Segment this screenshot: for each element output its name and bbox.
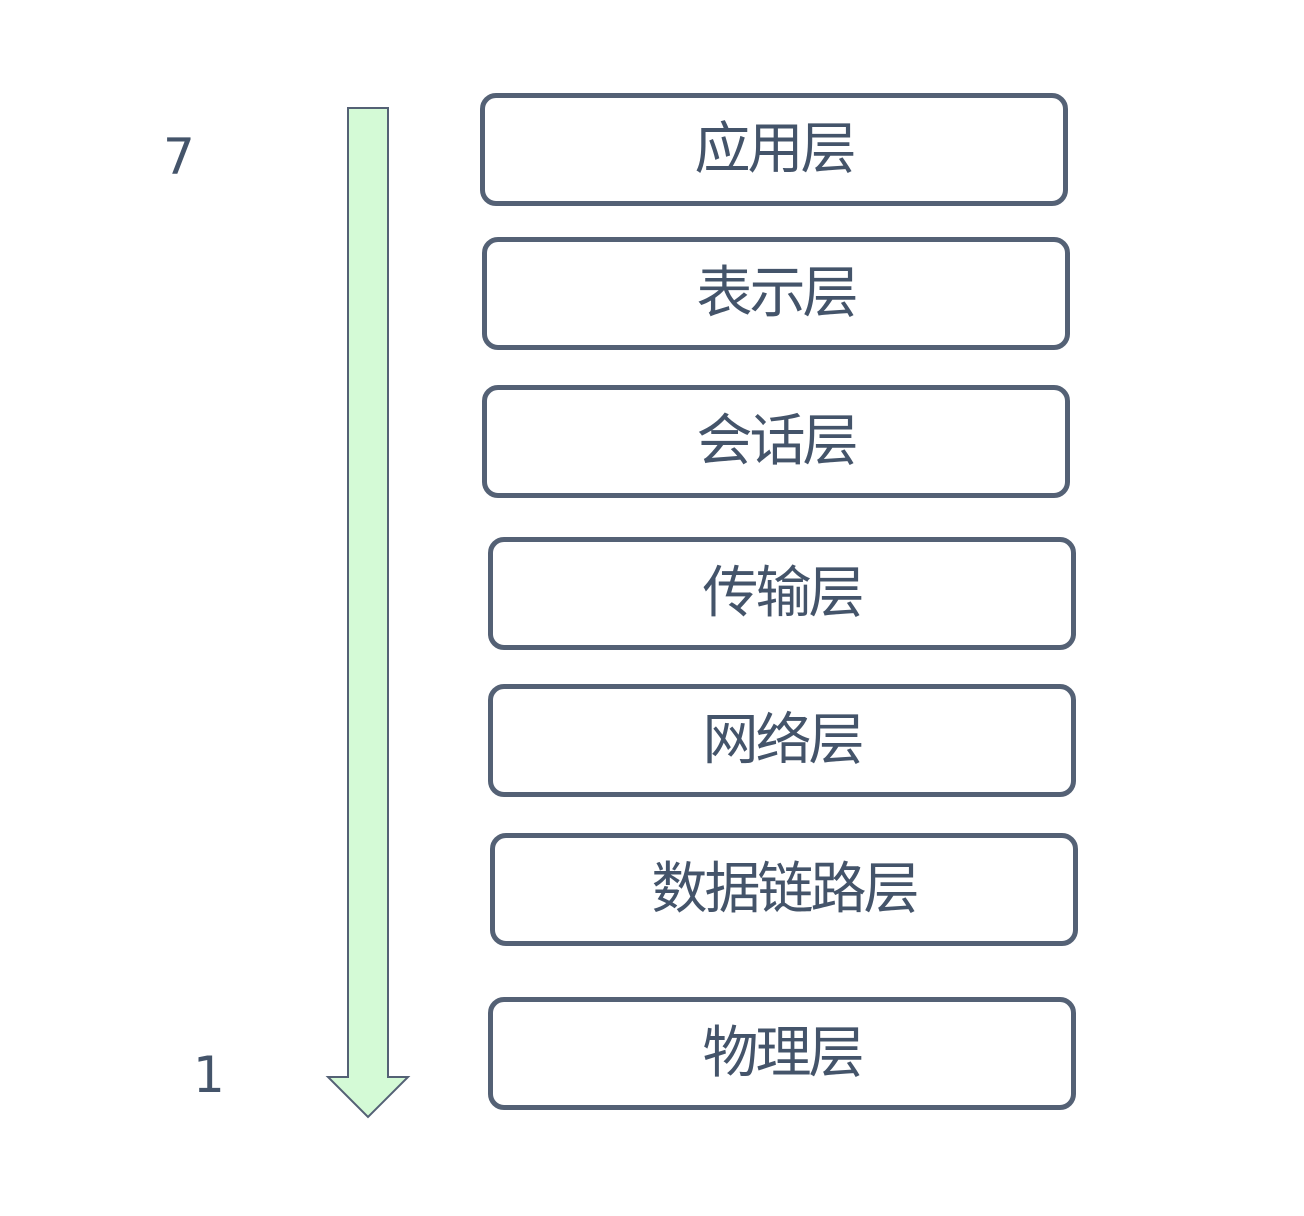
layer-label: 表示层 — [696, 260, 859, 326]
down-arrow-icon — [325, 107, 411, 1119]
layer-label: 应用层 — [694, 116, 857, 182]
scale-number-top: 7 — [163, 128, 195, 186]
layer-label: 数据链路层 — [651, 856, 920, 922]
layer-box-network: 网络层 — [488, 684, 1076, 797]
layer-box-presentation: 表示层 — [482, 237, 1070, 350]
layer-label: 网络层 — [702, 707, 865, 773]
layer-box-application: 应用层 — [480, 93, 1068, 206]
scale-number-bottom: 1 — [193, 1046, 225, 1104]
layer-box-physical: 物理层 — [488, 997, 1076, 1110]
layer-box-transport: 传输层 — [488, 537, 1076, 650]
layer-label: 传输层 — [702, 560, 865, 626]
layer-box-session: 会话层 — [482, 385, 1070, 498]
layer-label: 物理层 — [702, 1020, 865, 1086]
layer-label: 会话层 — [696, 408, 859, 474]
down-arrow-shape — [325, 107, 411, 1119]
layer-box-data-link: 数据链路层 — [490, 833, 1078, 946]
